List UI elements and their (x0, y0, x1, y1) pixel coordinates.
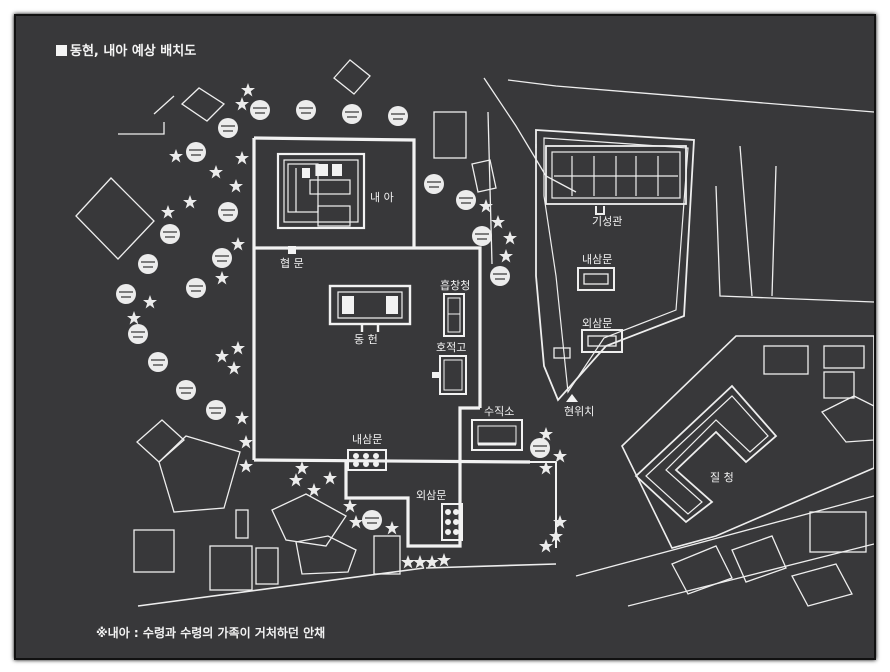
label-hyeopmun: 협 문 (280, 257, 304, 270)
current-location-icon (566, 394, 578, 402)
label-oesammun-left: 외삼문 (416, 489, 447, 502)
label-hyeonwichi: 현위치 (564, 405, 595, 418)
map-title: 동현, 내아 예상 배치도 (56, 40, 196, 59)
layout-plan (75, 59, 874, 607)
building-outline-west (75, 177, 155, 260)
donghyeon-wall (254, 246, 482, 408)
label-heupchangcheong: 흡창청 (440, 279, 471, 292)
label-jilcheong: 질 청 (710, 471, 734, 484)
title-bullet-icon (56, 45, 67, 56)
hyeopmun-gate (288, 246, 296, 254)
label-naesammun-left: 내삼문 (352, 433, 383, 446)
label-naesammun-right: 내삼문 (582, 253, 613, 266)
map-board: 동현, 내아 예상 배치도 내 아 협 문 동 헌 흡창청 호적고 수직소 내삼… (14, 14, 876, 660)
hojeokgo-building (432, 355, 467, 395)
label-sujikso: 수직소 (484, 405, 515, 418)
label-naea: 내 아 (370, 191, 394, 204)
label-donghyeon: 동 헌 (354, 333, 378, 346)
heupchangcheong-building (443, 293, 465, 337)
footnote: ※내아 : 수령과 수령의 가족이 거처하던 안채 (96, 626, 326, 640)
naea-building (276, 152, 366, 230)
title-text: 동현, 내아 예상 배치도 (70, 44, 197, 59)
oesammun-gate (441, 503, 463, 541)
building-outline-north (433, 111, 467, 159)
building-outline-nw (180, 87, 226, 122)
sujikso-building (471, 419, 523, 451)
label-oesammun-right: 외삼문 (582, 317, 613, 330)
building-outline-top (333, 59, 371, 95)
label-giseonggwan: 기성관 (592, 215, 623, 228)
naesammun-gate (347, 449, 387, 471)
label-hojeokgo: 호적고 (436, 341, 467, 354)
naea-wall (253, 136, 416, 248)
donghyeon-building (328, 284, 412, 332)
